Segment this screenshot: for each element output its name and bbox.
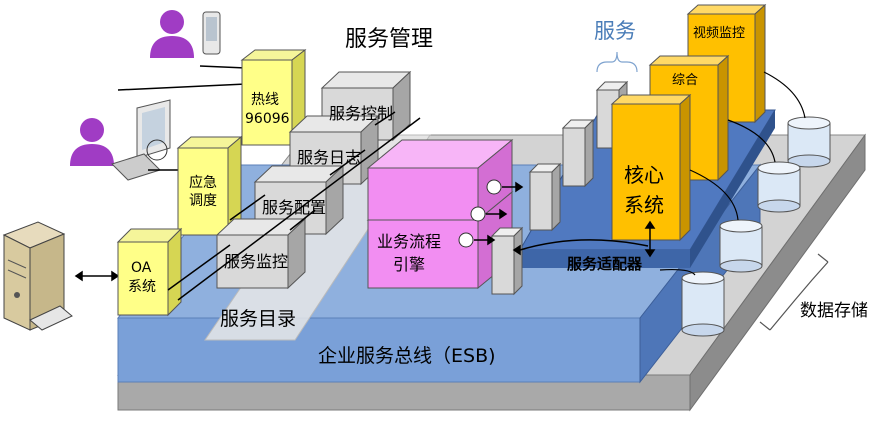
storage-disk-3-icon (719, 219, 763, 273)
service-control-block (320, 70, 412, 142)
service-monitor-label: 服务监控 (224, 252, 288, 271)
emergency-label-line2: 调度 (189, 193, 217, 209)
oa-label-line1: OA (131, 260, 152, 276)
service-label: 服务 (594, 19, 636, 43)
mobile-phone-icon (202, 11, 221, 55)
service-management-label: 服务管理 (345, 27, 433, 52)
hotline-label-line2: 96096 (245, 111, 290, 127)
service-control-label: 服务控制 (329, 104, 393, 123)
oa-label-line2: 系统 (128, 279, 156, 295)
storage-arrows (659, 71, 806, 276)
stub-arrows (474, 181, 524, 246)
emergency-label-line1: 应急 (189, 174, 217, 191)
storage-disks (681, 116, 831, 337)
server-computer-icon (2, 221, 73, 331)
service-config-label: 服务配置 (262, 198, 326, 217)
workflow-engine-label-line1: 业务流程 (377, 232, 441, 251)
esb-label: 企业服务总线（ESB) (318, 345, 496, 367)
storage-disk-2-icon (757, 161, 801, 213)
core-system-label-line2: 系统 (624, 193, 664, 217)
user-avatar-icon-left (70, 118, 114, 166)
user-avatar-icon-top (150, 10, 194, 58)
hotline-label-line1: 热线 (251, 92, 279, 108)
workflow-engine-label-line2: 引擎 (393, 255, 425, 274)
service-bracket (596, 51, 638, 73)
emergency-dispatch-block (176, 135, 243, 237)
integrated-label: 综合 (672, 73, 698, 88)
service-log-label: 服务日志 (297, 148, 361, 167)
storage-disk-1-icon (787, 116, 831, 168)
storage-disk-4-icon (681, 271, 725, 337)
workflow-engine-block (366, 138, 514, 290)
computer-monitor-icon (111, 99, 171, 181)
service-adapter-label: 服务适配器 (567, 255, 643, 273)
data-storage-bracket (759, 253, 829, 331)
service-directory-label: 服务目录 (220, 308, 296, 330)
video-monitor-label: 视频监控 (693, 26, 745, 41)
data-storage-label: 数据存储 (800, 301, 868, 321)
service-wiring (167, 111, 421, 301)
adapter-arrows (512, 220, 656, 258)
core-system-label-line1: 核心 (624, 163, 664, 187)
core-system-block (610, 93, 692, 242)
oa-system-block (116, 227, 183, 317)
